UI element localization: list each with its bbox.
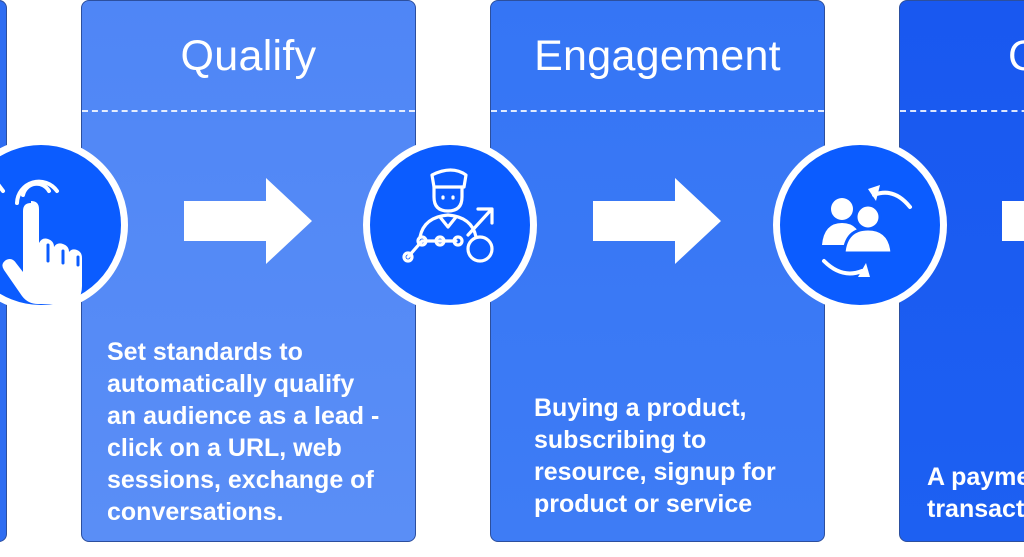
stage-title: Engagement	[534, 31, 781, 80]
flow-arrow	[593, 178, 721, 264]
user-exchange-icon	[822, 185, 912, 277]
stage-panel-engagement: Engagement Buying a product, subscribing…	[490, 0, 825, 542]
divider	[491, 110, 824, 112]
flow-arrow	[184, 178, 312, 264]
divider	[82, 110, 415, 112]
stage-circle	[363, 138, 537, 312]
person-growth-chart-icon	[402, 168, 494, 263]
stage-panel-qualify: Qualify Set standards to automatically q…	[81, 0, 416, 542]
pointer-hand-icon	[0, 179, 82, 304]
stage-circle	[773, 138, 947, 312]
stage-description: Buying a product, subscribing to resourc…	[534, 394, 776, 518]
stage-description: Set standards to automatically qualify a…	[107, 338, 380, 526]
stage-circle	[0, 138, 128, 312]
stage-title: C	[900, 1, 1024, 111]
flow-arrow	[1002, 201, 1024, 241]
divider	[900, 110, 1024, 112]
stage-title: Qualify	[180, 31, 317, 80]
stage-description: A payme transact	[927, 463, 1024, 523]
